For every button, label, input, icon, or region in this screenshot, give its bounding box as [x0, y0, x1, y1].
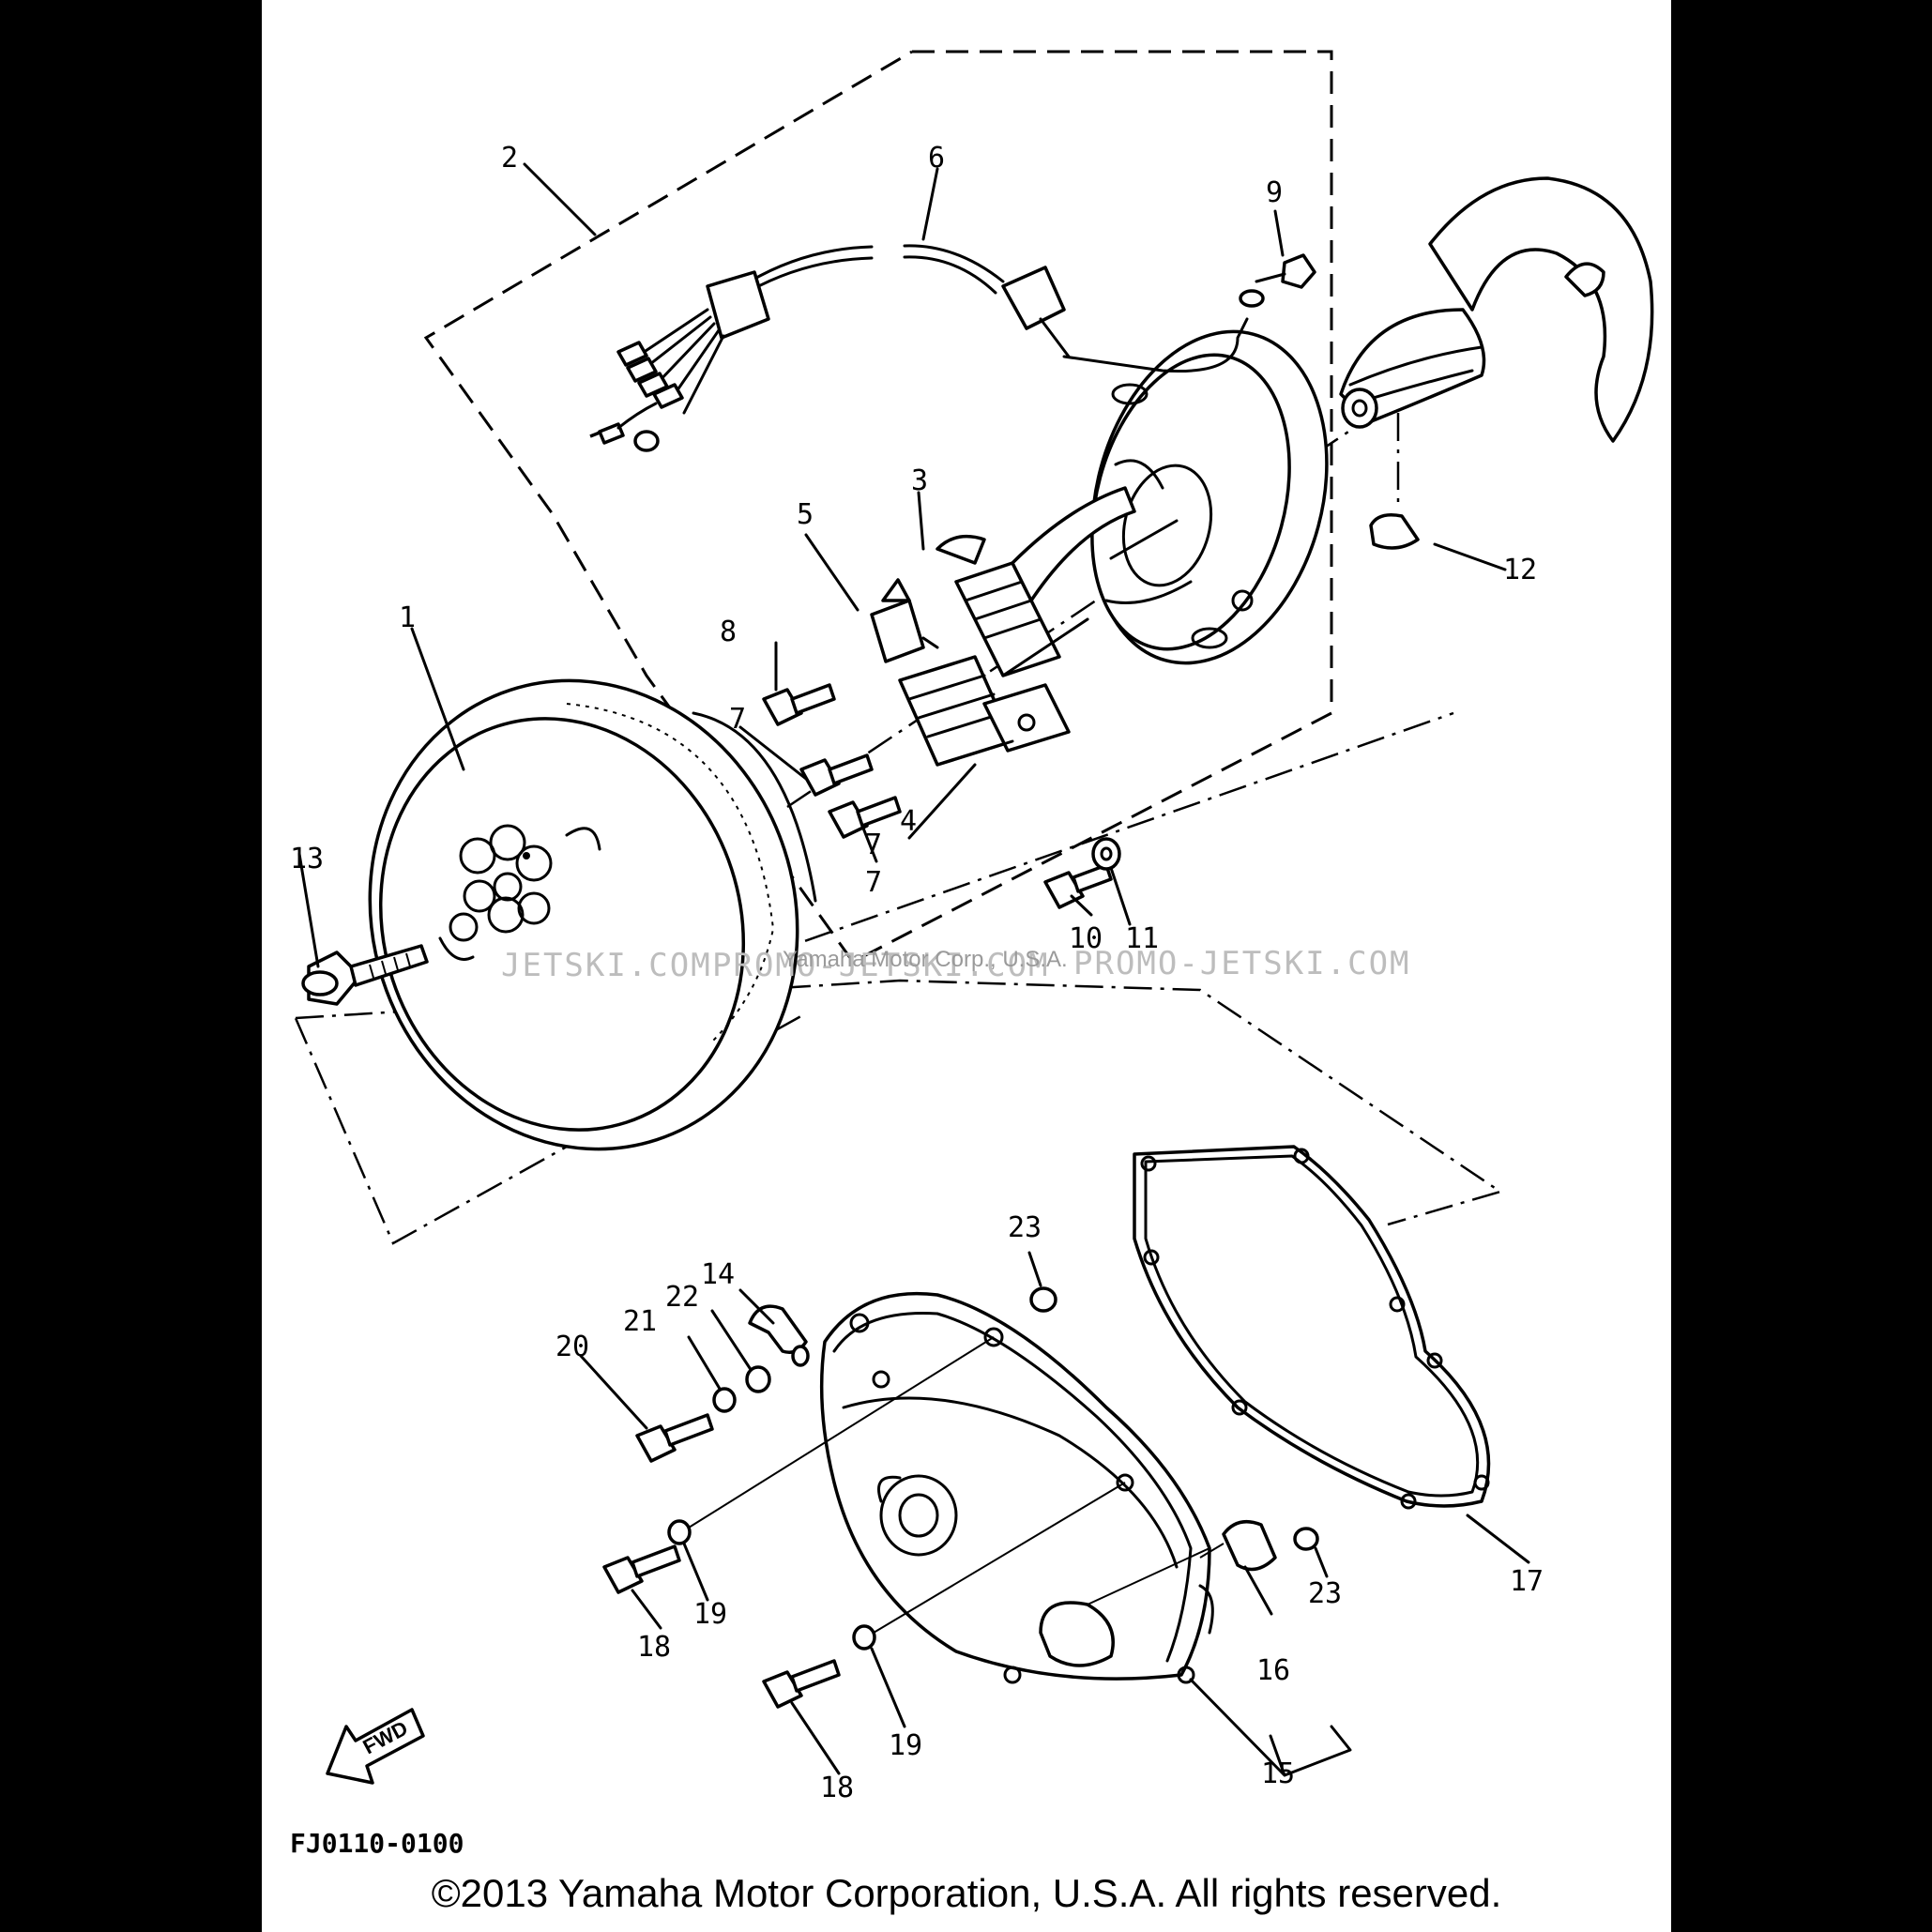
washer-19-lower — [852, 1624, 876, 1651]
watermark-right: PROMO-JETSKI.COM — [1073, 945, 1411, 982]
forward-direction-icon: FWD — [326, 1708, 425, 1785]
dowel-pin-23-lower — [1293, 1527, 1319, 1551]
washer-19-upper — [667, 1519, 692, 1545]
callout-8: 8 — [720, 616, 737, 648]
watermark: JETSKI.COM PROMO-JETSKI.COM PROMO-JETSKI… — [501, 945, 1411, 984]
callout-1: 1 — [399, 601, 416, 634]
bolt-18-upper — [602, 1544, 681, 1594]
cover-gasket — [1133, 1145, 1491, 1510]
callout-leader-lines — [297, 162, 1530, 1777]
callout-9: 9 — [1266, 176, 1283, 209]
wire-harness — [589, 244, 1071, 452]
callout-7-c: 7 — [865, 829, 882, 861]
callout-10: 10 — [1069, 922, 1103, 955]
collar-22 — [745, 1365, 771, 1393]
collar-16 — [1222, 1519, 1277, 1572]
drawing-code: FJ0110-0100 — [290, 1828, 464, 1859]
callout-21: 21 — [623, 1305, 657, 1338]
lighting-coil — [898, 655, 1071, 767]
screw-8 — [762, 683, 836, 726]
washer-11 — [1091, 837, 1121, 871]
callout-14: 14 — [701, 1258, 735, 1291]
wire-clamp — [748, 1304, 810, 1367]
harness-connector-right — [1001, 266, 1066, 330]
alignment-line — [688, 1336, 1225, 1634]
callout-7-b: 7 — [865, 866, 882, 899]
callout-11: 11 — [1125, 922, 1159, 955]
flywheel-rotor — [368, 678, 817, 1151]
flywheel-bolt — [301, 944, 429, 1006]
screw-7-lower — [828, 796, 902, 839]
ground-terminal — [1239, 289, 1265, 308]
callout-23-upper: 23 — [1008, 1211, 1042, 1244]
flywheel-ring-gear-teeth — [566, 703, 775, 1042]
callout-4: 4 — [900, 805, 917, 838]
callout-5: 5 — [797, 498, 814, 531]
bolt-20 — [635, 1413, 714, 1463]
watermark-overlay: Yamaha Motor Corp., U.S.A. — [783, 947, 1068, 972]
callout-19-upper: 19 — [693, 1598, 727, 1631]
charge-coil — [936, 486, 1136, 677]
callout-12: 12 — [1503, 554, 1537, 586]
nut-9 — [1255, 253, 1316, 289]
copyright-notice: ©2013 Yamaha Motor Corporation, U.S.A. A… — [431, 1871, 1502, 1915]
screw-7-upper — [799, 753, 874, 797]
callout-13: 13 — [290, 843, 324, 875]
harness-connector-left — [706, 270, 770, 340]
exploded-view-diagram: FWD 2 6 9 3 5 12 — [290, 50, 1654, 1859]
crankcase-cover-flange — [1339, 176, 1654, 443]
callout-22: 22 — [665, 1281, 699, 1314]
woodruff-key — [1369, 513, 1420, 550]
dowel-pin-23-upper — [1029, 1286, 1057, 1313]
watermark-left: JETSKI.COM — [501, 947, 712, 984]
callout-numbers: 2 6 9 3 5 12 1 8 7 4 7 13 10 11 23 14 22… — [290, 142, 1544, 1804]
callout-18-upper: 18 — [637, 1631, 671, 1664]
callout-3: 3 — [911, 464, 928, 497]
watermark-middle: PROMO-JETSKI.COM — [712, 947, 1050, 984]
washer-21 — [712, 1387, 737, 1413]
callout-2: 2 — [501, 142, 518, 175]
pickup-coil — [870, 578, 939, 663]
callout-7-a: 7 — [729, 703, 746, 736]
callout-20: 20 — [555, 1331, 589, 1363]
callout-23-lower: 23 — [1308, 1577, 1342, 1610]
callout-19-lower: 19 — [889, 1729, 922, 1762]
callout-17: 17 — [1510, 1565, 1544, 1598]
stator-base-plate — [1090, 329, 1329, 665]
generator-cover — [819, 1291, 1214, 1684]
stator-assembly-outline — [423, 50, 1333, 964]
callout-6: 6 — [928, 142, 945, 175]
bolt-18-lower — [762, 1659, 841, 1709]
parts-diagram-sheet: FWD 2 6 9 3 5 12 — [262, 0, 1671, 1932]
axis-line-2 — [758, 711, 1454, 959]
callout-18-lower: 18 — [820, 1772, 854, 1804]
stator-lead-wire — [1062, 317, 1249, 373]
callout-16: 16 — [1256, 1654, 1290, 1687]
callout-15: 15 — [1261, 1757, 1295, 1790]
